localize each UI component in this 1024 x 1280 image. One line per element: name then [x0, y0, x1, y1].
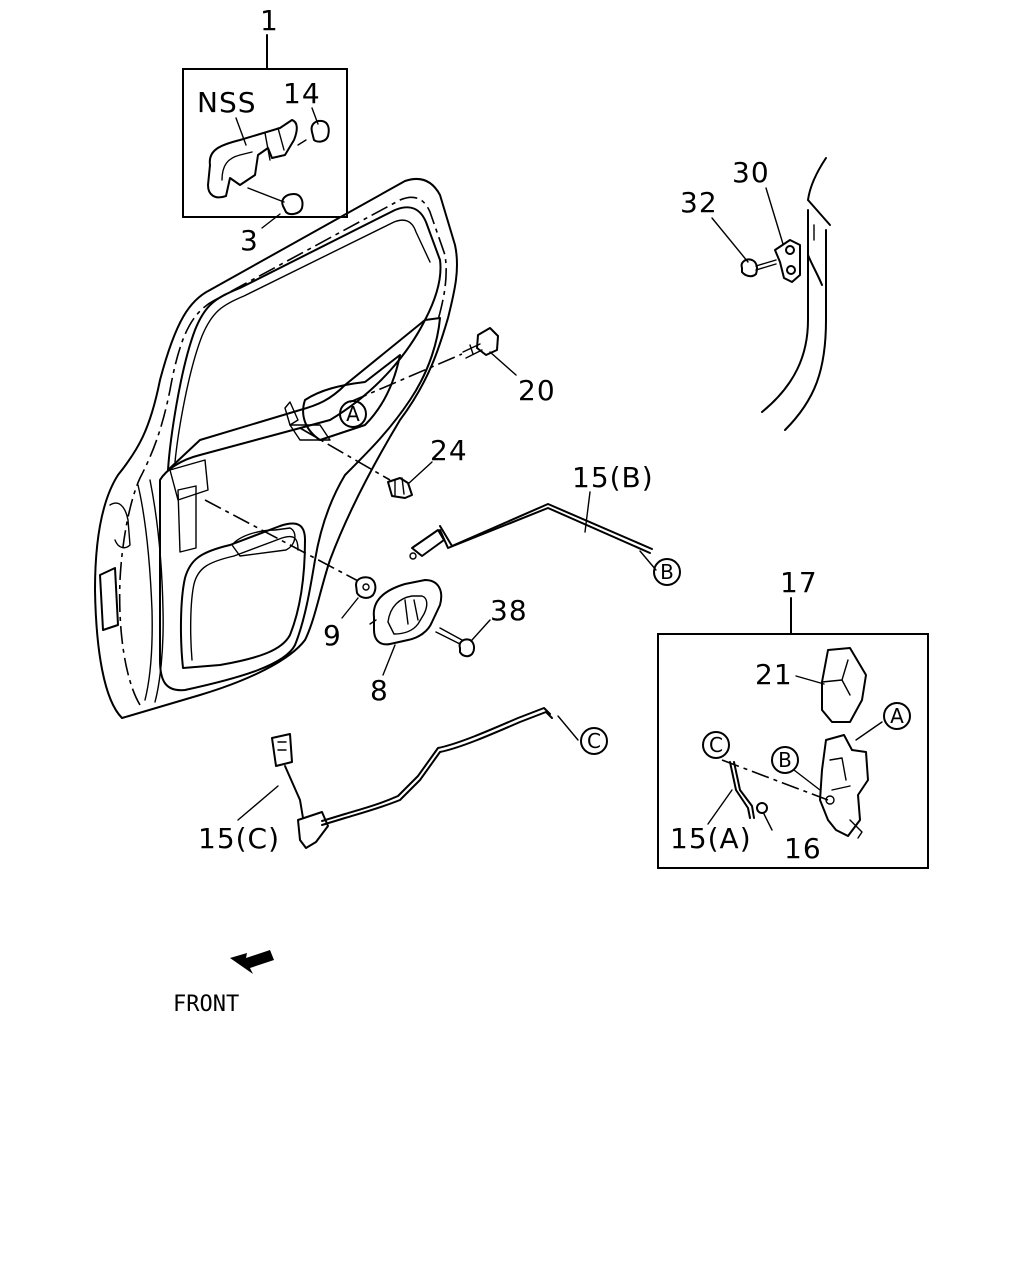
label-part-14: 14	[283, 77, 321, 110]
body-pillar	[711, 157, 831, 431]
rod-15b	[409, 491, 657, 571]
svg-text:A: A	[890, 704, 904, 728]
front-label: FRONT	[173, 992, 239, 1017]
label-part-38: 38	[490, 594, 528, 627]
label-part-1: 1	[260, 4, 279, 37]
nut-9	[341, 576, 377, 619]
label-part-8: 8	[370, 674, 389, 707]
leader-20	[349, 353, 463, 403]
label-part-15b: 15(B)	[572, 461, 654, 494]
leader-9	[204, 499, 361, 583]
svg-text:C: C	[709, 733, 723, 757]
label-part-24: 24	[430, 434, 468, 467]
label-part-16: 16	[784, 832, 822, 865]
inner-handle-8	[369, 579, 491, 676]
label-part-20: 20	[518, 374, 556, 407]
marker-a-kit: A	[883, 702, 911, 730]
bolt-20	[462, 327, 517, 376]
label-part-15c: 15(C)	[198, 822, 280, 855]
label-part-30: 30	[732, 156, 770, 189]
marker-c-rod: C	[580, 727, 608, 755]
front-arrow-icon	[230, 950, 274, 974]
marker-b-kit: B	[771, 746, 799, 774]
marker-a-door: A	[339, 400, 367, 428]
marker-b-rod: B	[653, 558, 681, 586]
clip-24	[387, 461, 433, 499]
svg-text:A: A	[346, 402, 360, 426]
svg-text:B: B	[660, 560, 674, 584]
label-part-3: 3	[240, 224, 259, 257]
svg-text:B: B	[778, 748, 792, 772]
rear-door-panel	[94, 177, 458, 719]
marker-c-kit: C	[702, 731, 730, 759]
rod-15c	[237, 707, 579, 849]
label-part-32: 32	[680, 186, 718, 219]
kit-box-17	[657, 597, 929, 869]
leader-24	[299, 427, 391, 481]
label-part-17: 17	[780, 566, 818, 599]
label-nss: NSS	[197, 86, 257, 119]
kit-box-1	[182, 34, 348, 229]
label-part-15a: 15(A)	[670, 822, 752, 855]
label-part-21: 21	[755, 658, 793, 691]
svg-text:C: C	[587, 729, 601, 753]
label-part-9: 9	[323, 619, 342, 652]
